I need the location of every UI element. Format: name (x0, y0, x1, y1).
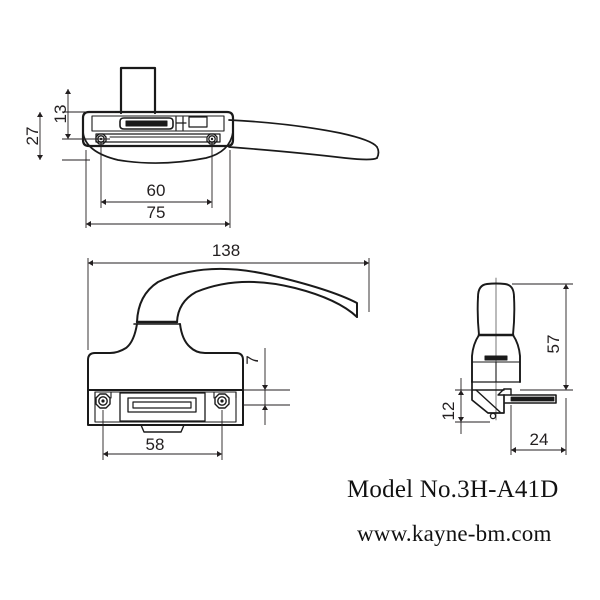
handle-stem-outline (119, 66, 157, 115)
arrow-57-bottom (563, 385, 569, 390)
base-plate (87, 389, 244, 426)
base-center-slot (132, 401, 192, 409)
base-step-lines (94, 391, 237, 399)
arrow-75-left (86, 221, 91, 227)
dim-label-60: 60 (147, 181, 166, 200)
arrow-60-left (101, 199, 106, 205)
latch-detail (175, 116, 187, 131)
lever-lower-edge (176, 280, 358, 323)
arrow-13-top (65, 89, 71, 94)
base-center-recess (119, 392, 206, 422)
arrow-12-top (458, 390, 464, 395)
spindle-diagonal (475, 389, 501, 413)
base-inner-recess (91, 115, 225, 132)
grip-cap (477, 282, 515, 298)
front-view (87, 267, 358, 433)
dim-label-24: 24 (530, 430, 549, 449)
arrow-138-left (88, 260, 93, 266)
grip-sides (476, 296, 516, 336)
top-view-dimensions (37, 89, 231, 228)
dim-label-75: 75 (147, 203, 166, 222)
spindle-arrowhead (497, 388, 505, 396)
arrow-27-bottom (37, 155, 43, 160)
collar-slot (484, 355, 508, 361)
tongue-outline (504, 394, 557, 404)
dim-label-57: 57 (544, 335, 563, 354)
arrow-75-right (225, 221, 230, 227)
spindle-pin (489, 412, 497, 420)
side-view-dimensions (455, 283, 573, 455)
front-view-dimensions (87, 258, 370, 460)
lever-top-edge (228, 119, 378, 148)
arrow-7-top (262, 385, 268, 390)
arrow-60-right (207, 199, 212, 205)
arrow-24-left (511, 447, 516, 453)
arrow-13-bottom (65, 134, 71, 139)
arrow-24-right (561, 447, 566, 453)
arrow-7-bottom (262, 405, 268, 410)
dim-label-138: 138 (212, 241, 240, 260)
dim-label-27: 27 (23, 127, 42, 146)
dim-label-13: 13 (51, 105, 70, 124)
spindle-outline (471, 381, 505, 414)
arrow-58-right (217, 451, 222, 457)
spindle-notch (503, 388, 512, 396)
side-view (471, 277, 557, 421)
center-slot-outline (119, 117, 174, 130)
screw-right-front (214, 393, 230, 409)
screw-left-front (95, 393, 111, 409)
latch-plate (188, 116, 208, 128)
base-lower-tab (140, 424, 185, 433)
model-number-caption: Model No.3H-A41D (347, 476, 559, 503)
arrow-57-top (563, 284, 569, 289)
lever-upper-edge (136, 267, 358, 323)
lever-bottom-edge (228, 146, 378, 161)
dim-label-12: 12 (439, 402, 458, 421)
base-plate-inner (94, 391, 237, 423)
base-skirt-curve (82, 131, 234, 164)
website-caption: www.kayne-bm.com (357, 521, 552, 546)
arrow-12-bottom (458, 417, 464, 422)
dim-label-58: 58 (146, 435, 165, 454)
arrow-138-right (364, 260, 369, 266)
collar-sides (471, 334, 521, 383)
arrow-27-top (37, 112, 43, 117)
tongue-fill (510, 396, 555, 402)
lever-tip (376, 146, 380, 159)
base-center-window (127, 397, 197, 413)
arrow-58-left (103, 451, 108, 457)
dim-label-7: 7 (243, 355, 262, 364)
center-slot-fill (125, 120, 168, 127)
